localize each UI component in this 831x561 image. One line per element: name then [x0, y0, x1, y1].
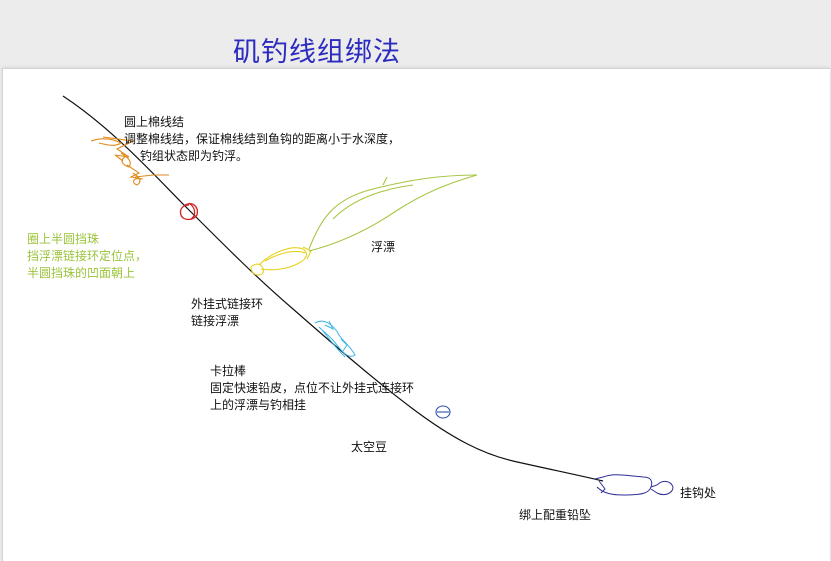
- drawing-canvas: 圆上棉线结 调整棉线结，保证棉线结到鱼钩的距离小于水深度， 钓组状态即为钓浮。 …: [2, 68, 830, 561]
- connector-line2: 链接浮漂: [191, 314, 240, 328]
- cotton-knot-line2: 钓组状态即为钓浮。: [140, 149, 249, 163]
- cotton-knot-icon: [90, 136, 169, 186]
- clip-line1: 固定快速铅皮，点位不让外挂式连接环: [210, 381, 415, 395]
- float-label: 浮漂: [371, 240, 396, 254]
- stopper-icon: [179, 202, 199, 221]
- clip-icon: [314, 320, 356, 358]
- sinker-icon: [594, 474, 674, 496]
- connector-line1: 外挂式链接环: [191, 297, 264, 311]
- float-icon: [308, 174, 478, 252]
- main-line: [62, 95, 604, 482]
- space-bean-icon: [435, 405, 451, 419]
- half-bead-line1: 圈上半圆挡珠: [27, 232, 100, 246]
- float-connector-ring-icon: [250, 246, 312, 276]
- hook-label: 挂钩处: [680, 486, 717, 500]
- space-bean-label: 太空豆: [351, 440, 388, 454]
- cotton-knot-line1: 调整棉线结，保证棉线结到鱼钩的距离小于水深度，: [124, 132, 401, 146]
- clip-line2: 上的浮漂与钓相挂: [210, 398, 307, 412]
- page-title: 矶钓线组绑法: [233, 37, 401, 68]
- half-bead-line2: 挡浮漂链接环定位点，: [27, 249, 148, 263]
- clip-title: 卡拉棒: [210, 364, 247, 378]
- sinker-label: 绑上配重铅坠: [519, 508, 592, 522]
- cotton-knot-title: 圆上棉线结: [124, 115, 185, 129]
- half-bead-line3: 半圆挡珠的凹面朝上: [27, 266, 136, 280]
- connector-label: 外挂式链接环 链接浮漂: [191, 296, 263, 330]
- half-bead-label: 圈上半圆挡珠 挡浮漂链接环定位点， 半圆挡珠的凹面朝上: [27, 231, 147, 282]
- cotton-knot-label: 圆上棉线结 调整棉线结，保证棉线结到鱼钩的距离小于水深度， 钓组状态即为钓浮。: [124, 114, 400, 165]
- clip-label: 卡拉棒 固定快速铅皮，点位不让外挂式连接环 上的浮漂与钓相挂: [210, 363, 414, 414]
- rig-drawing: [62, 95, 674, 496]
